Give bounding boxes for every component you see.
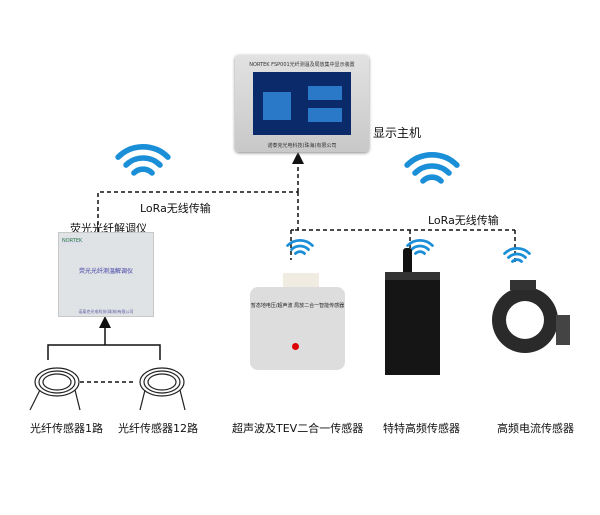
wifi-icon — [503, 247, 531, 263]
demodulator: NORTEK 荧光光纤测温解调仪 诺泰克光电科技(珠海)有限公司 — [58, 232, 154, 317]
fiber-sensor-1-label: 光纤传感器1路 — [30, 422, 103, 435]
wifi-icon — [286, 239, 314, 255]
lora-label-right: LoRa无线传输 — [428, 214, 499, 227]
host-panel-title: NORTEK FSP001光纤测温及局放集中显示装置 — [249, 62, 355, 68]
nortek-logo: NORTEK — [62, 238, 83, 244]
fiber-sensor-12-label: 光纤传感器12路 — [118, 422, 198, 435]
demodulator-label: 荧光光纤解调仪 — [70, 222, 147, 235]
hfct-sensor — [492, 280, 570, 353]
uhf-label: 特特高频传感器 — [383, 422, 460, 435]
uhf-sensor — [385, 248, 440, 375]
lora-label-left: LoRa无线传输 — [140, 202, 211, 215]
host-label: 显示主机 — [373, 126, 422, 140]
demod-panel-title: 荧光光纤测温解调仪 — [78, 268, 133, 275]
fiber-sensor-coil-12 — [139, 367, 186, 411]
ultrasonic-tev-sensor: 暂态地电压/超声波 局放二合一智能传感器 — [250, 287, 345, 370]
wifi-icon — [404, 152, 460, 184]
right-lora-link — [291, 192, 515, 231]
uwb-sensor-clip — [283, 273, 319, 291]
hfct-label: 高频电流传感器 — [497, 422, 574, 435]
fiber-sensor-coil-1 — [29, 367, 81, 411]
sensor-bus — [47, 344, 161, 360]
wifi-icon — [406, 239, 434, 255]
uwb-panel-text: 暂态地电压/超声波 局放二合一智能传感器 — [250, 303, 345, 309]
host-screen — [253, 72, 351, 135]
ultrasonic-tev-label: 超声波及TEV二合一传感器 — [232, 422, 364, 435]
host-panel-footer: 诺泰克光电科技(珠海)有限公司 — [267, 143, 337, 149]
demod-panel-footer: 诺泰克光电科技(珠海)有限公司 — [78, 309, 134, 314]
wifi-icon — [115, 144, 171, 176]
display-host: NORTEK FSP001光纤测温及局放集中显示装置 诺泰克光电科技(珠海)有限… — [235, 55, 369, 152]
